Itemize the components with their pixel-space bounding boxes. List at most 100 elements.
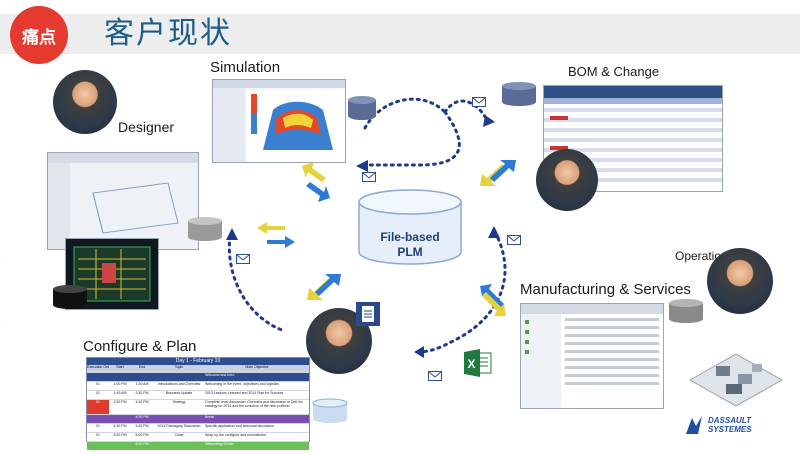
- database-icon-simulation: [348, 96, 376, 120]
- configure-label: Configure & Plan: [83, 338, 197, 355]
- database-icon-pcb: [53, 285, 87, 309]
- arrowhead-bom: [483, 115, 495, 127]
- simulation-label: Simulation: [210, 59, 281, 76]
- schedule-cell: [153, 373, 205, 381]
- database-icon-manufacturing: [669, 299, 703, 323]
- database-icon-configure: [312, 398, 348, 423]
- schedule-cell: 6:30 PM: [135, 442, 149, 446]
- svg-text:X: X: [468, 357, 476, 371]
- schedule-cell: 01: [96, 433, 100, 437]
- schedule-cell: 2:30 PM: [135, 391, 149, 395]
- mail-icon-4: [507, 235, 521, 245]
- logo-line1: DASSAULT: [708, 416, 751, 425]
- schedule-cell: [131, 373, 153, 381]
- schedule-cell: Close: [174, 433, 184, 437]
- designer-label: Designer: [118, 119, 175, 135]
- cad-screenshot: [47, 152, 199, 250]
- schedule-row: 01 5:30 PM 6:00 PM Close Wrap up the configu…: [87, 432, 309, 441]
- schedule-header-cell: Start: [116, 365, 124, 369]
- schedule-cell: [153, 415, 205, 423]
- schedule-header-cell: Main Objective: [245, 365, 269, 369]
- schedule-row: 01 2:30 PM 4:30 PM Strategy Complete level d…: [87, 399, 309, 414]
- dotted-link-bom-return: [368, 110, 461, 167]
- dotted-link-designer-config: [227, 234, 284, 332]
- dotted-link-manufacturing: [416, 230, 507, 354]
- mail-icon-3: [236, 254, 250, 264]
- bom-screenshot: [543, 85, 723, 192]
- arrows-designer: [257, 222, 295, 248]
- schedule-cell: 1:45 AM: [113, 391, 127, 395]
- database-icon-designer: [188, 217, 222, 241]
- arrows-configure: [307, 274, 341, 300]
- plm-label-line2: PLM: [397, 245, 423, 259]
- schedule-cell: Specific application and technical discu…: [205, 424, 274, 428]
- schedule-cell: Break: [205, 415, 215, 419]
- schedule-cell: 4:30 PM: [135, 400, 149, 404]
- bom-label: BOM & Change: [568, 64, 660, 79]
- arrowhead-plm: [356, 160, 368, 172]
- schedule-header: Execution OrderStartEndTopicMain Objecti…: [87, 365, 309, 372]
- arrowhead-designer: [226, 228, 238, 240]
- manufacturing-label: Manufacturing & Services: [520, 281, 691, 298]
- schedule-header-cell: End: [138, 365, 146, 369]
- schedule-cell: [87, 442, 109, 450]
- schedule-cell: Wrap up the configure and commitment: [205, 433, 267, 437]
- schedule-row: 01 4:30 PM 5:30 PM 2014 Packaging Discussio…: [87, 423, 309, 432]
- schedule-cell: Welcoming in the event, objectives and l…: [205, 382, 280, 386]
- arrowhead-manufacturing: [488, 226, 500, 238]
- schedule-cell: 5:30 PM: [113, 433, 127, 437]
- schedule-cell: 2013 Lessons Learned and 2014 Plan for S…: [205, 391, 284, 395]
- schedule-cell: Strategy: [172, 400, 186, 404]
- side-mark-1: ·: [6, 258, 8, 263]
- dassault-logo: DASSAULT SYSTEMES: [684, 414, 752, 436]
- arrows-manufacturing: [480, 284, 506, 316]
- schedule-cell: Complete level discussion: Overview and …: [205, 400, 303, 408]
- mail-icon-5: [428, 371, 442, 381]
- schedule-cell: 4:30 PM: [135, 415, 149, 419]
- designer-avatar: [53, 70, 117, 134]
- schedule-row: 4:30 PM Break: [87, 414, 309, 423]
- dassault-wordmark: DASSAULT SYSTEMES: [708, 416, 752, 434]
- schedule-cell: Networking Dinner: [205, 442, 234, 446]
- bom-engineer-avatar: [536, 149, 598, 211]
- manufacturing-screenshot: [520, 303, 664, 409]
- schedule-cell: [153, 442, 205, 450]
- plm-label-line1: File-based: [380, 230, 440, 244]
- arrows-bom: [480, 160, 516, 186]
- schedule-row: Welcome and Intro: [87, 372, 309, 381]
- schedule-row: 01 1:00 PM 1:30 AM Introductions and Overvi…: [87, 381, 309, 390]
- schedule-cell: 01: [87, 400, 109, 414]
- schedule-row: 6:30 PM Networking Dinner: [87, 441, 309, 450]
- dassault-mark-icon: [686, 416, 702, 434]
- schedule-cell: 5:30 PM: [135, 424, 149, 428]
- operations-avatar: [707, 248, 773, 314]
- logo-line2: SYSTEMES: [708, 425, 752, 434]
- dotted-link-sim-bom: [363, 97, 447, 130]
- schedule-cell: 4:30 PM: [113, 424, 127, 428]
- plm-label: File-based PLM: [365, 230, 455, 260]
- schedule-cell: [87, 415, 109, 423]
- schedule-cell: 01: [96, 424, 100, 428]
- schedule-cell: 6:00 PM: [135, 433, 149, 437]
- schedule-cell: 01: [96, 382, 100, 386]
- schedule-table: Day 1 - February 10 Execution OrderStart…: [86, 357, 310, 450]
- schedule-cell: 01: [96, 391, 100, 395]
- excel-icon: X: [464, 349, 492, 377]
- schedule-cell: 2014 Packaging Discussion: [157, 424, 201, 428]
- schedule-cell: Introductions and Overview: [157, 382, 201, 386]
- database-icon-bom: [502, 82, 536, 106]
- schedule-cell: Welcome and Intro: [205, 373, 235, 377]
- page-title: 客户现状: [104, 16, 232, 51]
- simulation-screenshot: [212, 79, 346, 163]
- schedule-cell: [109, 442, 131, 450]
- arrows-simulation: [302, 162, 330, 202]
- schedule-cell: 2:30 PM: [113, 400, 127, 404]
- header-bar: [0, 14, 800, 54]
- schedule-cell: 1:00 PM: [113, 382, 127, 386]
- schedule-cell: [87, 373, 109, 381]
- schedule-cell: 1:30 AM: [135, 382, 149, 386]
- schedule-cell: [109, 373, 131, 381]
- arrowhead-excel: [414, 346, 424, 358]
- pcb-screenshot: [65, 238, 159, 310]
